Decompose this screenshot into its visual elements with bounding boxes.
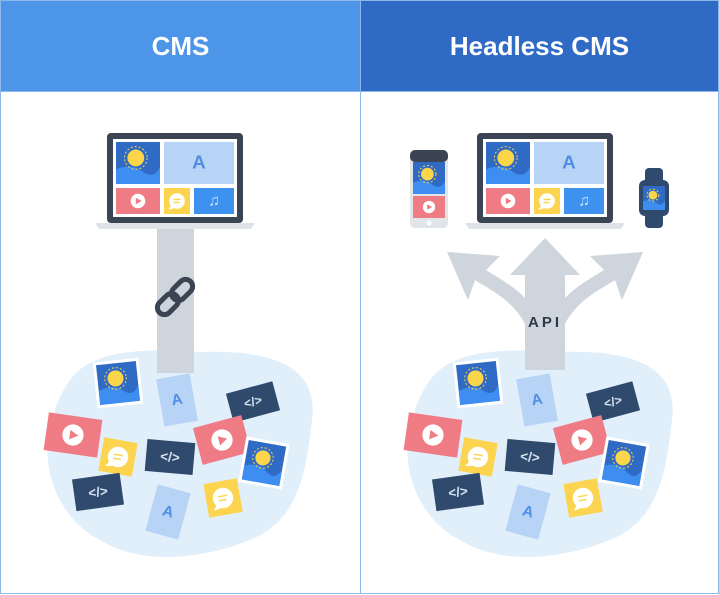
code-icon: </> [447, 483, 468, 501]
image-card [598, 436, 650, 490]
sun-icon [127, 149, 145, 167]
cms-panel: CMS [0, 0, 361, 594]
chat-icon [212, 487, 234, 509]
laptop-icon: A♫ [95, 133, 255, 229]
code-icon: </> [160, 449, 181, 466]
headless-cms-title: Headless CMS [449, 30, 630, 61]
chat-icon [572, 487, 594, 509]
code-card: </> [225, 381, 281, 423]
code-card: </> [585, 381, 641, 423]
api-arrows [447, 238, 643, 370]
sun-icon [467, 370, 484, 387]
sun-icon [648, 190, 658, 200]
smartwatch-icon [639, 168, 669, 228]
headless-cms-panel: Headless CMS [360, 0, 719, 594]
cms-header: CMS [1, 1, 360, 92]
cms-title: CMS [151, 30, 210, 61]
phone-icon [410, 150, 448, 228]
image-card [452, 357, 504, 409]
code-icon: </> [87, 483, 108, 501]
laptop-base [465, 223, 625, 229]
code-card: </> [72, 472, 124, 512]
text-icon: A [160, 502, 175, 521]
code-icon: </> [602, 393, 623, 411]
chat-card [563, 478, 603, 518]
video-card [552, 415, 612, 465]
code-card: </> [144, 438, 196, 476]
code-card: </> [504, 438, 556, 476]
chat-icon [467, 446, 489, 468]
text-icon: A [170, 391, 184, 410]
laptop-base [95, 223, 255, 229]
music-icon: ♫ [578, 193, 590, 210]
sun-icon [107, 370, 124, 387]
chat-card [203, 478, 243, 518]
image-card [92, 357, 144, 409]
chat-card [98, 437, 138, 477]
video-card [43, 412, 103, 458]
text-card: A [156, 373, 198, 427]
chat-icon [169, 193, 185, 209]
text-icon: A [530, 391, 544, 410]
sun-icon [255, 450, 271, 466]
text-card: A [516, 373, 558, 427]
text-icon: A [520, 502, 535, 521]
text-icon: A [562, 153, 576, 174]
laptop-icon: A♫ [465, 133, 625, 229]
api-label: API [528, 314, 562, 331]
headless-cms-header: Headless CMS [361, 1, 718, 92]
chat-card [458, 437, 498, 477]
sun-icon [497, 149, 515, 167]
video-card [192, 415, 252, 465]
chat-icon [107, 446, 129, 468]
text-icon: A [192, 153, 206, 174]
chat-icon [539, 193, 555, 209]
code-card: </> [432, 472, 484, 512]
code-icon: </> [242, 393, 263, 411]
text-card: A [145, 484, 191, 540]
music-icon: ♫ [208, 193, 220, 210]
code-icon: </> [520, 449, 541, 466]
sun-icon [421, 167, 434, 181]
image-card [238, 436, 290, 490]
video-card [403, 412, 463, 458]
text-card: A [505, 484, 551, 540]
link-chain-icon [154, 276, 196, 318]
sun-icon [615, 450, 631, 466]
